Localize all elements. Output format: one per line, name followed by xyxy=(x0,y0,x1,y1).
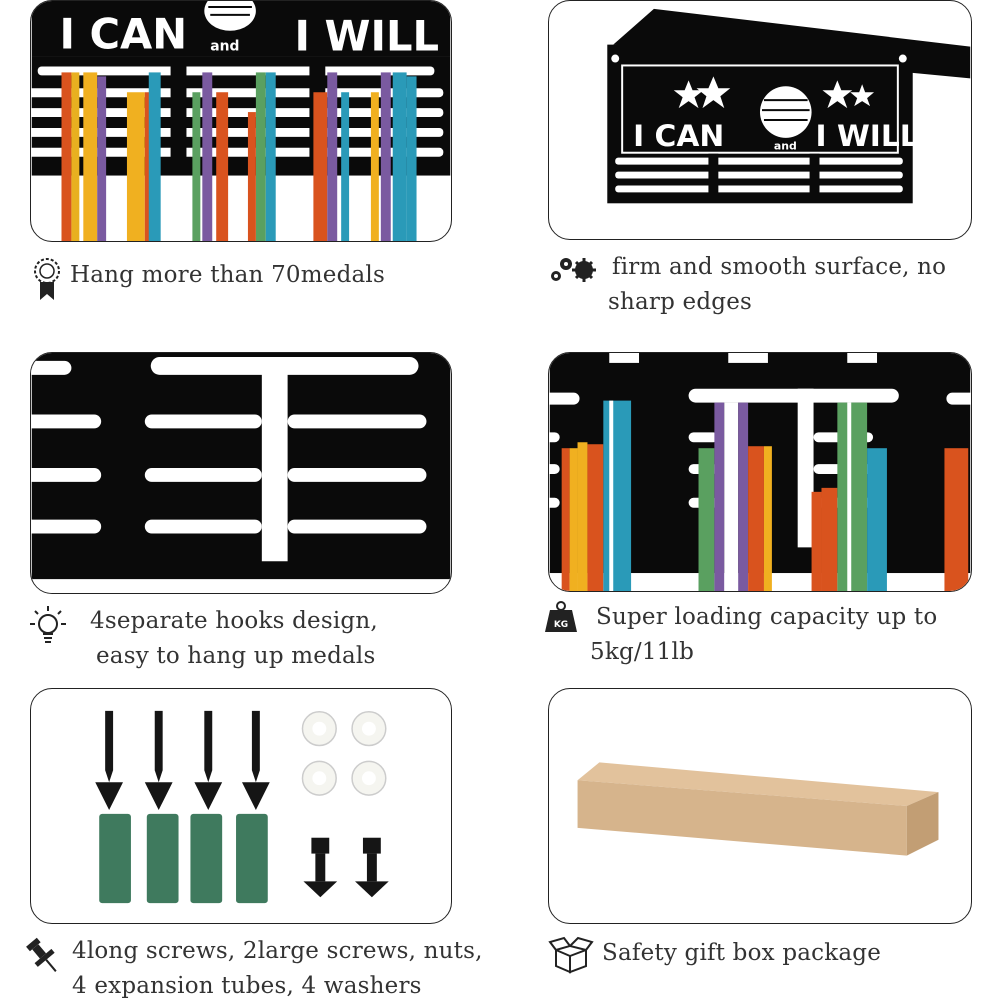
expansion-tubes xyxy=(99,813,268,904)
weight-kg-label: KG xyxy=(554,620,568,630)
rack-front-illustration: I CAN and I WILL xyxy=(31,1,451,241)
weight-kg-icon: KG xyxy=(544,600,578,638)
caption-surface-line-1: firm and smooth surface, no xyxy=(612,254,947,280)
caption-hooks: 4separate hooks design, easy to hang up … xyxy=(90,604,378,674)
sign-text-i-can: I CAN xyxy=(633,119,724,154)
gift-box-illustration xyxy=(577,762,939,856)
large-screws-nuts xyxy=(303,837,389,898)
photo-hooks-closeup xyxy=(30,352,452,594)
award-ribbon-icon xyxy=(32,256,62,306)
fist-icon xyxy=(204,1,256,31)
caption-capacity: Super loading capacity up to 5kg/11lb xyxy=(590,600,938,670)
photo-gift-box xyxy=(548,688,972,924)
lightbulb-icon xyxy=(26,604,70,654)
caption-surface: firm and smooth surface, no sharp edges xyxy=(608,250,947,320)
caption-accessories: 4long screws, 2large screws, nuts, 4 exp… xyxy=(72,934,483,1004)
caption-capacity-line-2: 5kg/11lb xyxy=(590,639,694,665)
hooks-closeup-illustration xyxy=(31,353,451,593)
open-box-icon xyxy=(548,934,594,978)
medal-ribbons xyxy=(561,400,969,591)
gears-icon xyxy=(546,254,602,290)
caption-capacity-line-1: Super loading capacity up to xyxy=(596,604,938,630)
star-icons xyxy=(673,76,875,109)
caption-hooks-line-1: 4separate hooks design, xyxy=(90,608,378,634)
sign-text-i-can: I CAN xyxy=(60,10,188,59)
caption-accessories-line-2: 4 expansion tubes, 4 washers xyxy=(72,973,422,999)
fist-icon-angled xyxy=(760,86,812,138)
caption-accessories-line-1: 4long screws, 2large screws, nuts, xyxy=(72,938,483,964)
photo-rack-with-medals: I CAN and I WILL xyxy=(30,0,452,242)
photo-loading-capacity xyxy=(548,352,972,592)
sign-text-and: and xyxy=(774,140,797,153)
pushpin-icon xyxy=(26,936,60,980)
caption-hooks-line-2: easy to hang up medals xyxy=(96,643,376,669)
photo-rack-angled: I CAN and I WILL xyxy=(548,0,972,240)
caption-box: Safety gift box package xyxy=(602,936,881,971)
medal-ribbons xyxy=(61,72,417,241)
long-screws xyxy=(95,710,270,810)
sign-text-and: and xyxy=(210,39,239,55)
rack-angled-illustration: I CAN and I WILL xyxy=(607,8,971,204)
caption-medals: Hang more than 70medals xyxy=(70,258,385,293)
accessories-illustration xyxy=(95,710,389,904)
caption-surface-line-2: sharp edges xyxy=(608,289,753,315)
caption-box-line-1: Safety gift box package xyxy=(602,940,882,966)
sign-text-i-will: I WILL xyxy=(295,12,439,61)
caption-medals-line-1: Hang more than 70medals xyxy=(70,262,385,288)
sign-text-i-will: I WILL xyxy=(816,119,919,154)
loading-capacity-illustration xyxy=(549,353,971,591)
photo-accessories xyxy=(30,688,452,924)
